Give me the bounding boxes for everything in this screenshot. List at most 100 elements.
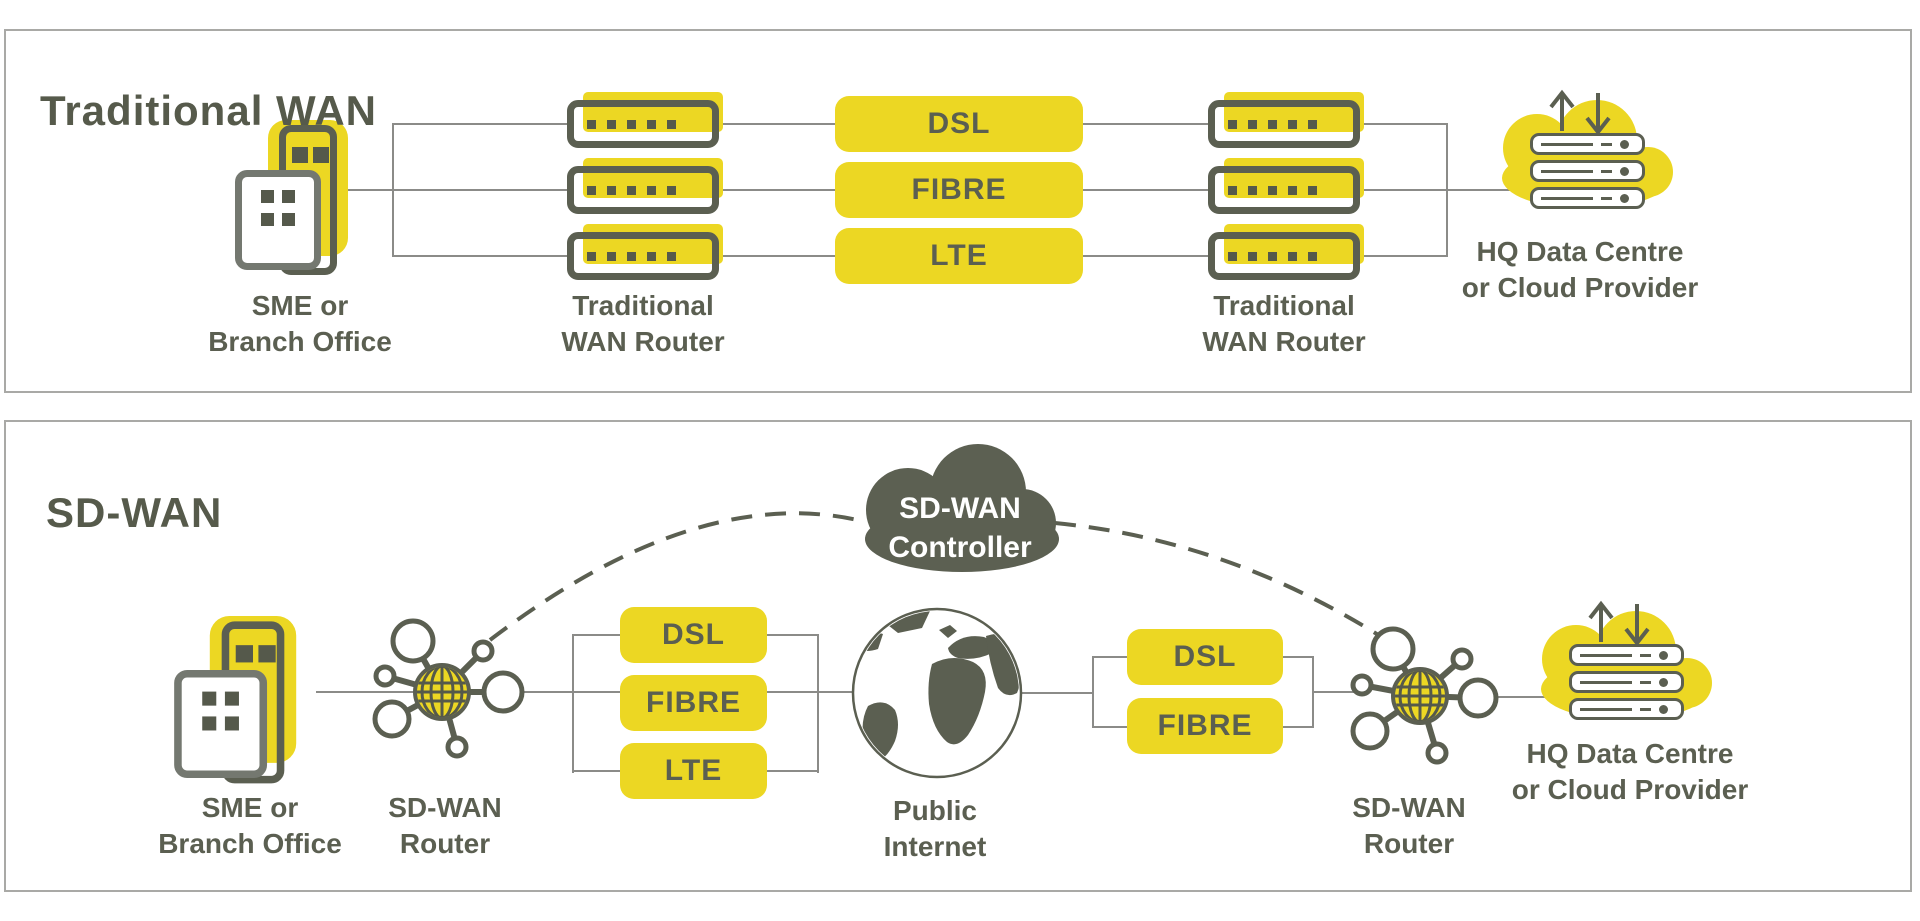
connector-line: [767, 634, 819, 636]
caption-hq-top: HQ Data Centre or Cloud Provider: [1462, 234, 1698, 306]
connector-line: [1283, 726, 1314, 728]
connector-line: [392, 123, 394, 257]
building-front: [174, 670, 268, 778]
window: [224, 691, 239, 706]
caption-line: SD-WAN: [899, 492, 1021, 525]
connector-line: [1360, 189, 1447, 191]
caption-line: Internet: [883, 831, 987, 862]
window: [235, 645, 253, 663]
router-body: [1208, 100, 1360, 148]
caption-line: Controller: [888, 531, 1032, 564]
link-label-lte: LTE: [835, 228, 1083, 284]
connector-line: [767, 691, 859, 693]
server-rack-icon: [1530, 160, 1645, 182]
caption-branch-office-bottom: SME or Branch Office: [158, 790, 342, 862]
router-ports: [587, 252, 676, 261]
branch-office-building-icon: [172, 616, 302, 789]
window: [282, 213, 295, 226]
connector-line: [572, 634, 574, 773]
branch-office-building-icon: [233, 120, 353, 280]
connector-line: [338, 189, 567, 191]
controller-dashed-link-right: [1054, 521, 1390, 643]
router-ports: [1228, 120, 1317, 129]
sd-wan-title: SD-WAN: [46, 488, 223, 536]
connector-line: [572, 770, 620, 772]
upload-download-arrows-icon-bottom: [1588, 600, 1650, 647]
connector-line: [1312, 691, 1364, 693]
connector-line: [719, 123, 835, 125]
upload-download-arrows-icon-top: [1549, 89, 1611, 136]
caption-line: or Cloud Provider: [1461, 272, 1699, 303]
router-body: [1208, 166, 1360, 214]
caption-line: WAN Router: [561, 326, 725, 357]
window: [224, 716, 239, 731]
router-ports: [587, 120, 676, 129]
caption-line: Traditional: [572, 290, 714, 321]
down-arrow-icon: [1585, 93, 1611, 136]
caption-traditional-router-right: Traditional WAN Router: [1202, 288, 1365, 360]
connector-line: [1446, 189, 1516, 191]
server-rack-icon: [1530, 187, 1645, 209]
caption-hq-bottom: HQ Data Centre or Cloud Provider: [1512, 736, 1748, 808]
router-ports: [1228, 186, 1317, 195]
connector-line: [1092, 656, 1128, 658]
caption-line: Branch Office: [158, 828, 342, 859]
caption-sdwan-controller: SD-WAN Controller: [888, 489, 1031, 567]
caption-line: WAN Router: [1202, 326, 1366, 357]
connector-line: [767, 770, 819, 772]
caption-line: SME or: [251, 290, 349, 321]
caption-branch-office-top: SME or Branch Office: [208, 288, 392, 360]
caption-sdwan-router-left: SD-WAN Router: [388, 790, 502, 862]
connector-line: [1092, 656, 1094, 728]
server-rack-icon: [1569, 644, 1684, 666]
connector-line: [520, 691, 620, 693]
controller-dashed-link-left: [488, 511, 867, 642]
caption-line: HQ Data Centre: [1526, 738, 1734, 769]
traditional-router-icon: [567, 158, 727, 214]
building-front: [235, 170, 321, 270]
connector-line: [719, 255, 835, 257]
link-label-dsl: DSL: [620, 607, 767, 663]
router-body: [1208, 232, 1360, 280]
connector-line: [393, 123, 567, 125]
caption-line: Branch Office: [208, 326, 392, 357]
sdwan-router-icon-right: [1350, 626, 1499, 765]
caption-line: Router: [1363, 828, 1455, 859]
caption-line: SME or: [201, 792, 299, 823]
server-rack-icon: [1569, 698, 1684, 720]
caption-line: Router: [399, 828, 491, 859]
traditional-router-icon: [1208, 92, 1368, 148]
link-label-fibre: FIBRE: [835, 162, 1083, 218]
connector-line: [1020, 692, 1093, 694]
caption-line: Traditional: [1213, 290, 1355, 321]
up-arrow-icon: [1588, 600, 1614, 642]
window: [258, 645, 276, 663]
connector-line: [572, 634, 620, 636]
connector-line: [1360, 123, 1447, 125]
connector-line: [1092, 726, 1128, 728]
connector-line: [393, 255, 567, 257]
connector-line: [1083, 123, 1208, 125]
sdwan-controller-cloud-icon: [865, 444, 1059, 572]
caption-public-internet: Public Internet: [884, 793, 987, 865]
caption-line: or Cloud Provider: [1511, 774, 1749, 805]
connector-line: [1494, 696, 1548, 698]
link-label-fibre: FIBRE: [620, 675, 767, 731]
connector-line: [1360, 255, 1447, 257]
traditional-router-icon: [1208, 224, 1368, 280]
connector-line: [316, 691, 416, 693]
server-rack-icon: [1569, 671, 1684, 693]
router-ports: [587, 186, 676, 195]
caption-traditional-router-left: Traditional WAN Router: [561, 288, 724, 360]
caption-line: SD-WAN: [388, 792, 502, 823]
window: [282, 190, 295, 203]
window: [313, 147, 329, 163]
window: [292, 147, 308, 163]
caption-line: HQ Data Centre: [1476, 236, 1684, 267]
caption-line: SD-WAN: [1352, 792, 1466, 823]
connector-line: [1083, 189, 1208, 191]
window: [261, 190, 274, 203]
connector-line: [719, 189, 835, 191]
up-arrow-icon: [1549, 89, 1575, 131]
